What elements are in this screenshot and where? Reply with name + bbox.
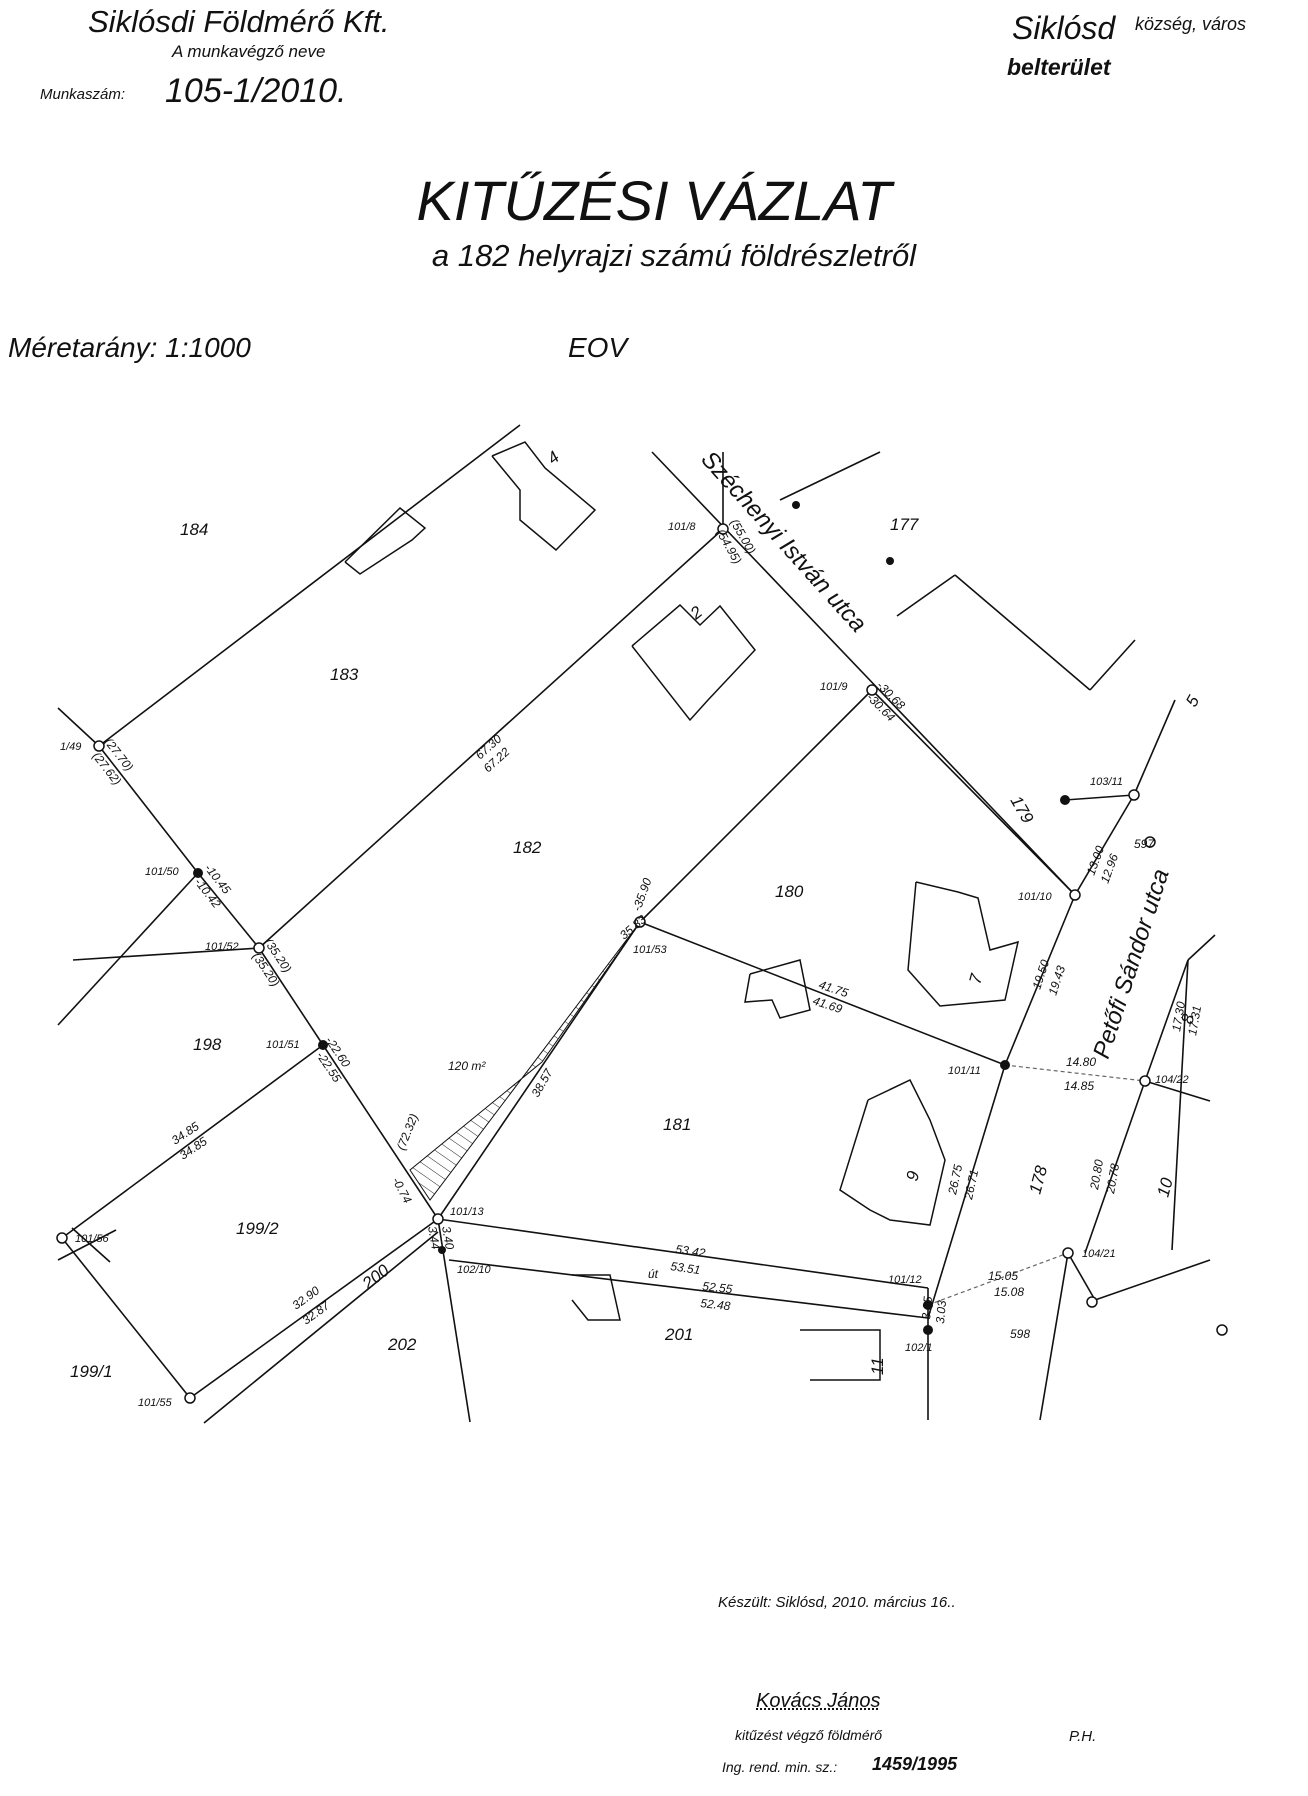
company-name: Siklósdi Földmérő Kft. (88, 4, 390, 39)
measurement: 26.75 (945, 1163, 965, 1197)
point-id: 101/53 (633, 944, 668, 956)
parcel-label: 199/1 (70, 1362, 113, 1381)
point-id: 104/22 (1155, 1074, 1189, 1086)
parcel-label: 181 (663, 1115, 691, 1134)
settlement-name: Siklósd (1012, 10, 1116, 46)
point-id: 101/12 (888, 1274, 922, 1286)
surveyor-name: Kovács János (756, 1690, 881, 1712)
parcel-label: 183 (330, 665, 359, 684)
point-id: 101/51 (266, 1039, 300, 1051)
measurement: 15.05 (988, 1269, 1018, 1283)
area-type: belterület (1007, 54, 1111, 80)
parcel-label: 202 (387, 1335, 417, 1354)
building-number: 2 (686, 602, 706, 624)
point-id: 101/9 (820, 681, 848, 693)
measurement: 53.51 (670, 1259, 702, 1277)
job-number: 105-1/2010. (165, 72, 347, 110)
measurement: 15.08 (994, 1285, 1024, 1299)
made-at-date: Készült: Siklósd, 2010. március 16.. (718, 1594, 956, 1611)
parcel-label: 199/2 (236, 1219, 279, 1238)
point-id: 103/11 (1090, 776, 1123, 788)
point-id: 101/56 (75, 1233, 110, 1245)
surveyor-role: kitűzést végző földmérő (735, 1727, 883, 1743)
measurement: 14.85 (1064, 1079, 1094, 1093)
building-number: 10 (1154, 1175, 1177, 1199)
projection-label: EOV (568, 332, 628, 363)
job-number-label: Munkaszám: (40, 86, 126, 103)
company-caption: A munkavégző neve (172, 42, 326, 61)
parcel-label: 200 (358, 1260, 393, 1293)
parcel-label: 597 (1134, 837, 1155, 851)
measurement: -0.74 (389, 1175, 414, 1206)
dashed-lines (927, 1064, 1146, 1306)
parcel-label: 182 (513, 838, 542, 857)
measurement: (72.32) (394, 1112, 421, 1153)
measurement: 38.57 (528, 1065, 556, 1099)
point-id: 101/55 (138, 1397, 173, 1409)
measurement: 20.80 (1087, 1158, 1106, 1191)
building-number: 5 (1182, 692, 1203, 710)
measurement: 3.40 (439, 1225, 457, 1251)
point-id: 101/10 (1018, 891, 1053, 903)
point-id: 104/21 (1082, 1248, 1116, 1260)
registration-label: Ing. rend. min. sz.: (722, 1759, 838, 1775)
hatched-area (409, 921, 641, 1201)
measurement: 17.30 (1169, 1000, 1188, 1032)
area-label: 120 m² (448, 1059, 486, 1073)
survey-points (56, 501, 1228, 1404)
measurement: 3.03 (933, 1299, 949, 1324)
measurement: 52.48 (700, 1296, 732, 1313)
parcel-label: 198 (193, 1035, 222, 1054)
measurement: 17.31 (1185, 1005, 1204, 1037)
point-id: 102/1 (905, 1342, 933, 1354)
parcel-label: 598 (1010, 1327, 1030, 1341)
point-id: 101/50 (145, 866, 180, 878)
parcel-label: 177 (890, 515, 919, 534)
measurement: 3.05 (919, 1295, 935, 1320)
measurement: 52.55 (702, 1279, 734, 1296)
buildings (344, 441, 1020, 1381)
stamp-place: P.H. (1069, 1728, 1097, 1745)
measurement: 14.80 (1066, 1055, 1096, 1069)
settlement-type: község, város (1135, 14, 1247, 34)
road-label: út (648, 1267, 659, 1281)
scale-label: Méretarány: 1:1000 (8, 332, 251, 363)
measurement: 53.42 (675, 1242, 707, 1260)
building-number: 7 (966, 971, 987, 986)
point-id: 1/49 (60, 741, 81, 753)
registration-number: 1459/1995 (872, 1754, 958, 1774)
parcel-label: 201 (664, 1325, 693, 1344)
document-subtitle: a 182 helyrajzi számú földrészletről (431, 238, 917, 273)
measurement: 3.44 (425, 1225, 443, 1251)
measurement: 20.78 (1103, 1162, 1122, 1195)
parcel-label: 180 (775, 882, 804, 901)
measurement: -35.90 (630, 876, 655, 913)
parcel-label: 184 (180, 520, 208, 539)
boundary-lines (57, 424, 1216, 1424)
building-number: 9 (903, 1168, 924, 1183)
parcel-label: 179 (1007, 793, 1038, 828)
point-id: 101/52 (205, 941, 239, 953)
point-id: 101/11 (948, 1065, 981, 1077)
parcel-label: 178 (1026, 1163, 1052, 1196)
point-id: 101/8 (668, 521, 696, 533)
building-number: 4 (544, 447, 563, 468)
measurement: 26.71 (961, 1168, 981, 1201)
point-id: 101/13 (450, 1206, 485, 1218)
building-number: 11 (868, 1357, 887, 1375)
document-title: KITŰZÉSI VÁZLAT (416, 169, 892, 232)
point-id: 102/10 (457, 1264, 492, 1276)
